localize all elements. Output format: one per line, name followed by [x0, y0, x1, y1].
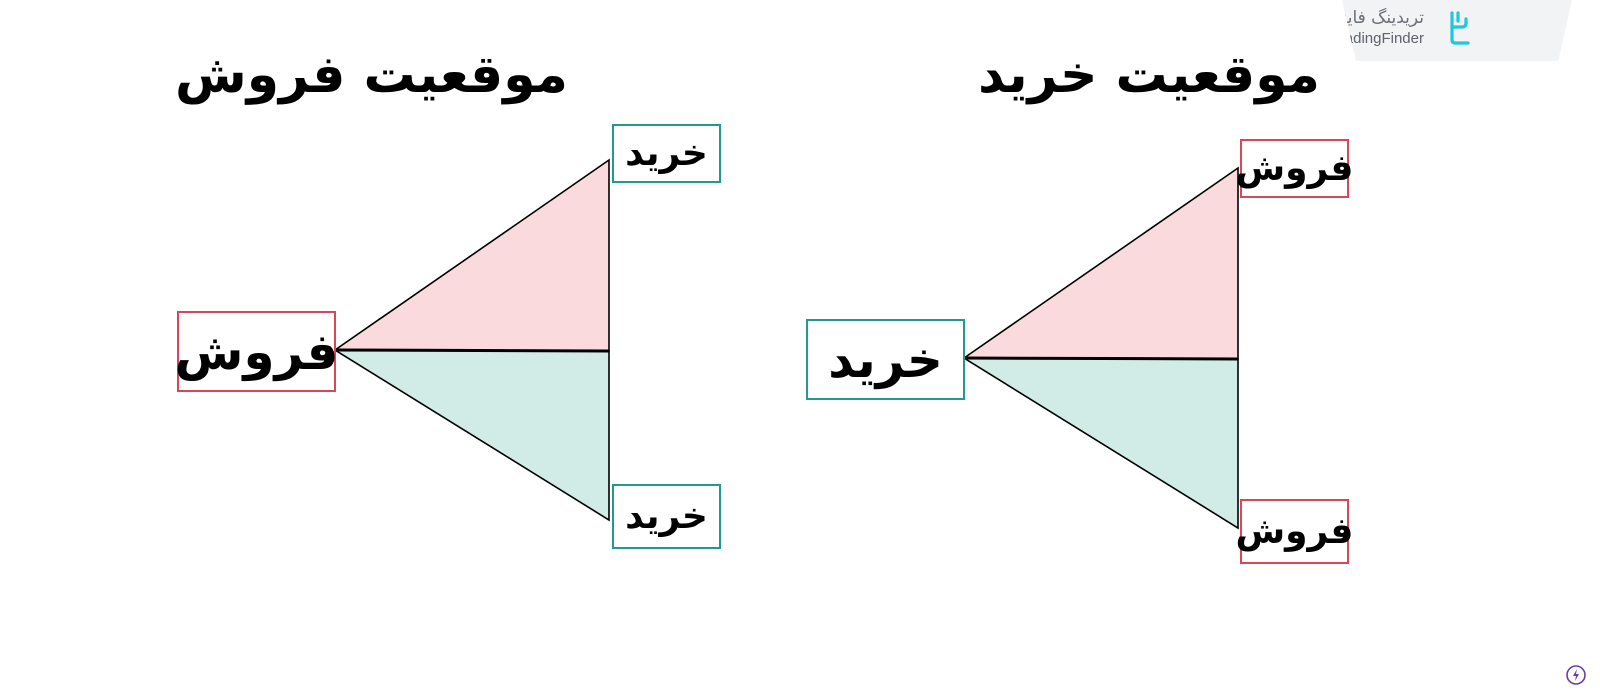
- buy-midline: [963, 356, 1239, 361]
- tradingfinder-logo-icon: [1450, 11, 1470, 45]
- sell-midline: [334, 348, 610, 353]
- sell-lower-triangle: [332, 349, 610, 522]
- sell-main-box: فروش: [175, 311, 338, 392]
- brand-name-fa: تریدینگ فایندر: [1325, 8, 1424, 28]
- buy-top-sell-box: فروش: [1235, 139, 1354, 198]
- buy-main-box: خرید: [806, 319, 965, 400]
- buy-bottom-sell-box: فروش: [1235, 499, 1354, 564]
- brand-name-en: TradingFinder: [1331, 30, 1424, 47]
- buy-position-title: موقعیت خرید: [978, 45, 1320, 105]
- lightning-circle-icon[interactable]: [1565, 664, 1587, 686]
- buy-lower-triangle: [961, 357, 1239, 530]
- brand-tab[interactable]: تریدینگ فایندر TradingFinder: [1342, 0, 1572, 61]
- sell-bottom-buy-box: خرید: [612, 484, 721, 549]
- sell-top-buy-box: خرید: [612, 124, 721, 183]
- buy-upper-triangle: [961, 166, 1239, 360]
- sell-upper-triangle: [332, 158, 610, 352]
- sell-position-title: موقعیت فروش: [174, 45, 568, 105]
